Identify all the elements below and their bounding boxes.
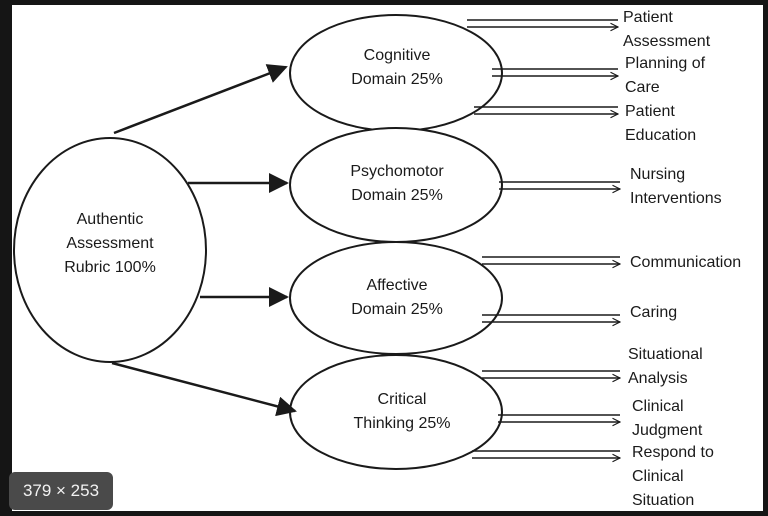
outcome-label-planning-of-care: Planning of Care <box>625 55 706 96</box>
arrow-critical-thinking-to-clinical-judgment <box>498 414 620 422</box>
diagram-panel: Authentic Assessment Rubric 100% Cogniti… <box>12 5 763 511</box>
arrow-root-to-critical-thinking <box>111 361 297 417</box>
arrow-affective-to-caring <box>482 314 620 322</box>
outcome-label-communication: Communication <box>630 254 742 271</box>
domain-label-psychomotor: Psychomotor Domain 25% <box>350 163 444 204</box>
domain-label-critical-thinking: Critical Thinking 25% <box>353 391 451 432</box>
image-size-badge: 379 × 253 <box>9 472 113 510</box>
outcome-label-respond-to-clinical-situation: Respond to Clinical Situation <box>632 444 714 509</box>
domain-label-cognitive: Cognitive Domain 25% <box>351 47 443 88</box>
arrow-affective-to-communication <box>482 256 620 264</box>
arrow-critical-thinking-to-respond-to-clinical-situation <box>472 450 620 458</box>
diagram-canvas <box>13 14 763 470</box>
outcome-label-nursing-interventions: Nursing Interventions <box>630 166 722 207</box>
outcome-label-patient-assessment: Patient Assessment <box>623 9 711 50</box>
root-label: Authentic Assessment Rubric 100% <box>64 211 156 276</box>
outcome-label-clinical-judgment: Clinical Judgment <box>632 398 703 439</box>
arrow-psychomotor-to-nursing-interventions <box>499 181 620 189</box>
arrow-cognitive-to-planning-of-care <box>492 68 618 76</box>
root-ellipse <box>13 137 207 363</box>
outcome-label-caring: Caring <box>630 304 678 321</box>
arrow-cognitive-to-patient-assessment <box>467 19 618 27</box>
outcome-label-situational-analysis: Situational Analysis <box>628 346 703 387</box>
arrow-cognitive-to-patient-education <box>474 106 618 114</box>
arrow-root-to-cognitive <box>113 64 288 135</box>
arrow-critical-thinking-to-situational-analysis <box>482 370 620 378</box>
outcome-label-patient-education: Patient Education <box>625 103 697 144</box>
domain-label-affective: Affective Domain 25% <box>351 277 443 318</box>
